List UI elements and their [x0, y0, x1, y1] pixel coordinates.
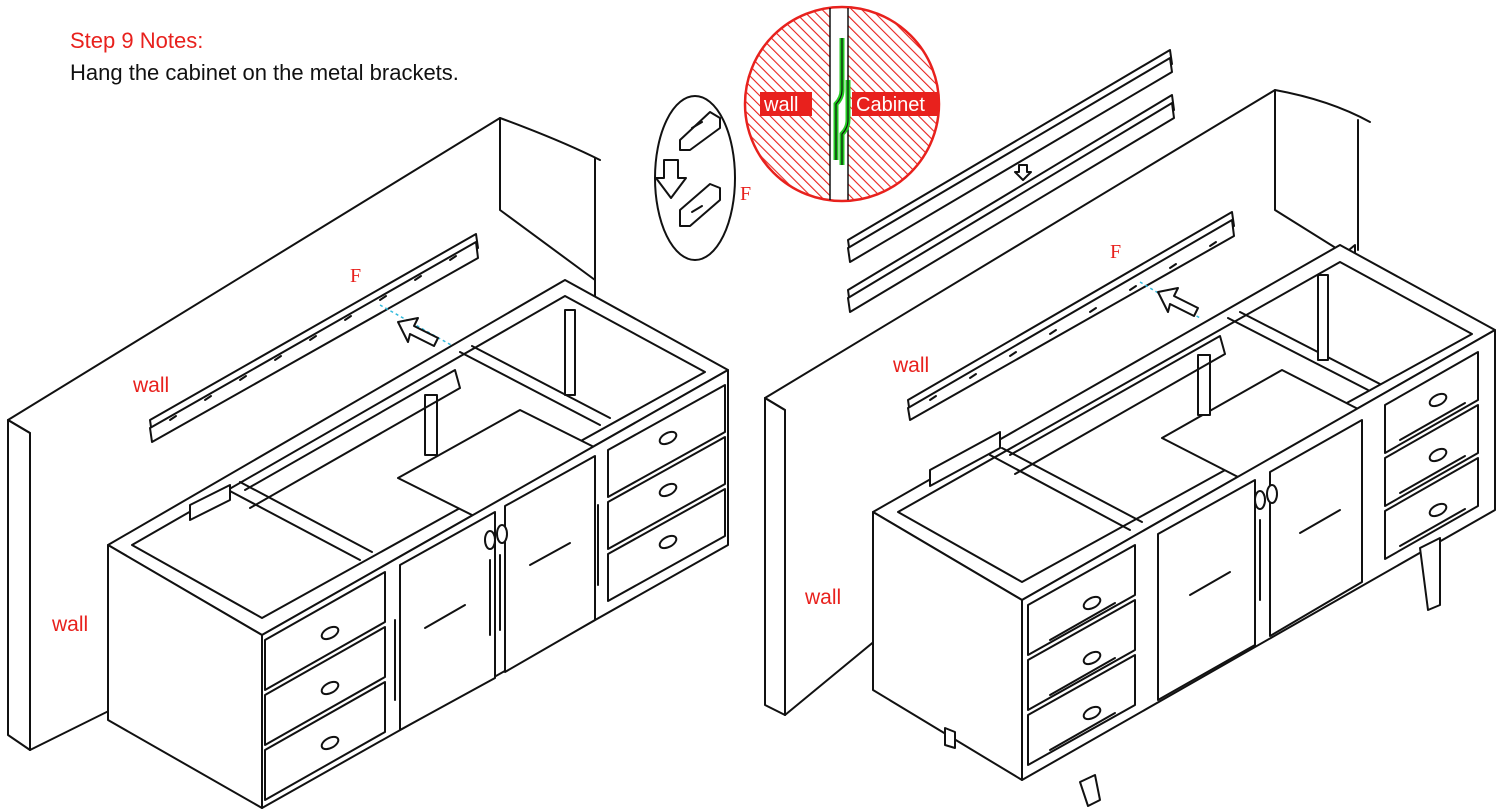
direction-arrow — [397, 317, 439, 347]
right-cabinet — [872, 244, 1496, 807]
right-wall-bracket — [907, 211, 1235, 421]
bracket-detail-inset: F — [654, 95, 751, 261]
wall-label-upper: wall — [132, 374, 169, 397]
left-wall-bracket — [149, 233, 479, 443]
right-wall-label-lower: wall — [804, 586, 841, 609]
section-detail-circle: wall Cabinet — [743, 5, 941, 203]
interlocking-bracket — [833, 38, 851, 165]
right-direction-arrow — [1157, 287, 1199, 317]
right-bracket-label-f: F — [1110, 241, 1121, 263]
small-down-arrow-icon — [1014, 164, 1032, 181]
right-illustration: F wall wall — [764, 49, 1496, 807]
left-illustration: F wall wall — [7, 117, 729, 809]
wall-label-lower: wall — [51, 613, 88, 636]
down-arrow-icon — [655, 159, 687, 199]
bracket-slots — [169, 255, 457, 421]
step-heading: Step 9 Notes: — [70, 28, 203, 53]
left-cabinet — [107, 279, 729, 809]
right-wall-label-upper: wall — [892, 354, 929, 377]
inset-label-f: F — [740, 183, 751, 205]
loose-bracket-pair — [847, 49, 1175, 313]
cabinet-legs — [944, 537, 1441, 807]
bracket-label-f: F — [350, 265, 361, 287]
section-label-wall: wall — [763, 94, 798, 116]
section-label-cabinet: Cabinet — [856, 94, 925, 116]
step-instruction: Hang the cabinet on the metal brackets. — [70, 60, 459, 85]
